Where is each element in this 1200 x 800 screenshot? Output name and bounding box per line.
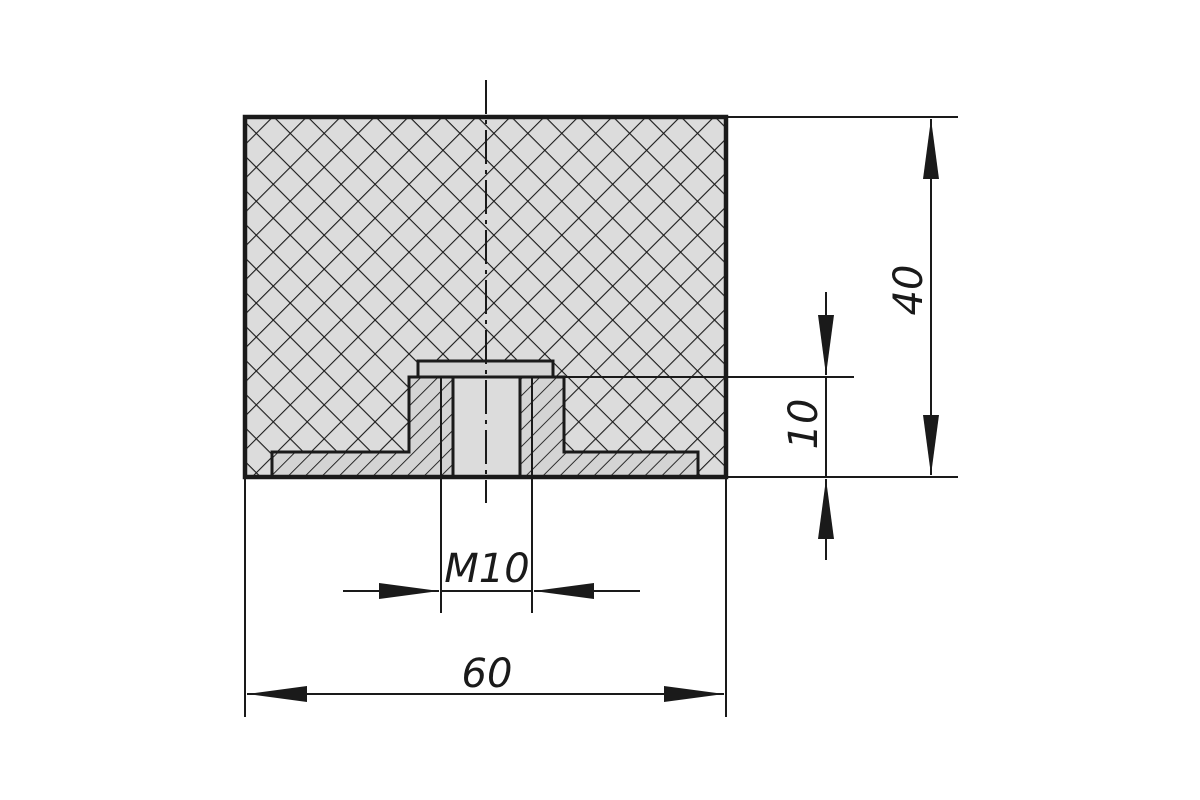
dimension-label-insert-height: 10 [781,399,827,450]
dimension-label-height: 40 [886,265,932,316]
dimension-label-width: 60 [462,651,513,697]
body-outline [242,114,729,480]
dimension-label-thread: M10 [444,546,529,592]
